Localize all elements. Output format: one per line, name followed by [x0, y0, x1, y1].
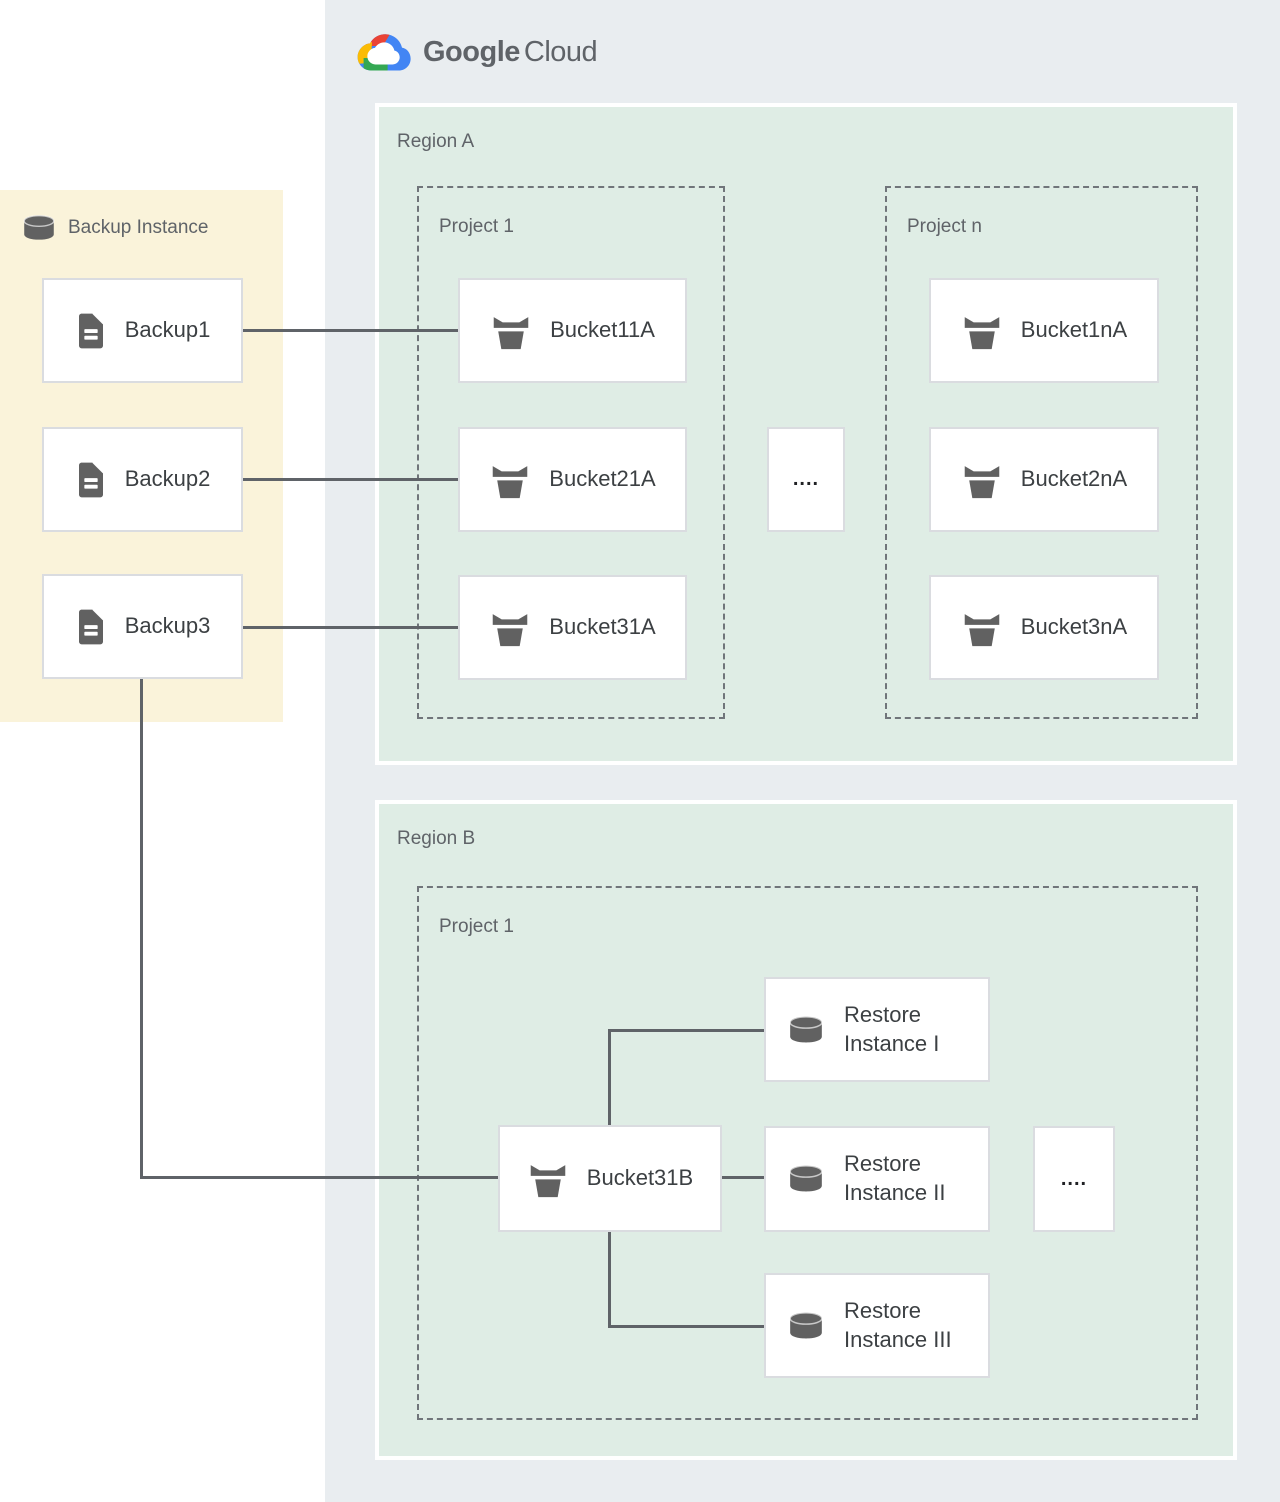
region-a-panel: Region A Project 1 Bucket11A Bucket21A B… [375, 103, 1237, 765]
restore-instance-label: Restore Instance II [844, 1151, 946, 1205]
backup-instance-panel: Backup Instance Backup1 Backup2 Backup3 [0, 190, 283, 722]
file-icon [75, 461, 107, 499]
ellipsis-label: .... [792, 468, 820, 490]
connector-backup3-bucket31a [243, 626, 458, 629]
file-icon [75, 608, 107, 646]
bucket-node-bucket11a: Bucket11A [458, 278, 687, 383]
google-cloud-icon [355, 28, 413, 76]
backup-label: Backup2 [124, 466, 211, 492]
bucket-node-bucket3na: Bucket3nA [929, 575, 1159, 680]
ellipsis-label: .... [1060, 1167, 1088, 1190]
region-b-project-1-box: Project 1 Bucket31B Restore Instance I R… [417, 886, 1198, 1420]
bucket-node-bucket31a: Bucket31A [458, 575, 687, 680]
bucket-node-bucket1na: Bucket1nA [929, 278, 1159, 383]
region-a-project-n-box: Project n Bucket1nA Bucket2nA Bucket3nA [885, 186, 1198, 719]
bucket-icon [961, 609, 1003, 647]
bucket-label: Bucket1nA [1020, 317, 1128, 343]
logo-product: Cloud [523, 35, 598, 68]
backup-label: Backup3 [124, 613, 211, 639]
logo-brand: Google [423, 35, 520, 68]
region-b-panel: Region B Project 1 Bucket31B Restore Ins… [375, 800, 1237, 1460]
bucket-label: Bucket21A [549, 466, 656, 492]
connector-bucket31b-restore3 [608, 1325, 764, 1328]
bucket-node-bucket21a: Bucket21A [458, 427, 687, 532]
bucket-icon [489, 609, 531, 647]
backup-node-backup1: Backup1 [42, 278, 243, 383]
file-icon [75, 312, 107, 350]
bucket-label: Bucket31B [586, 1165, 694, 1191]
bucket-label: Bucket2nA [1020, 466, 1128, 492]
bucket-icon [961, 461, 1003, 499]
backup-node-backup3: Backup3 [42, 574, 243, 679]
backup-instance-header: Backup Instance [20, 214, 208, 242]
region-b-label: Region B [397, 828, 476, 849]
connector-bucket31b-restore1 [608, 1029, 764, 1032]
connector-bucket31b-up [608, 1029, 611, 1125]
connector-backup2-bucket21a [243, 478, 458, 481]
connector-backup3-down [140, 679, 143, 1179]
connector-bucket31b-down [608, 1232, 611, 1328]
backup-node-backup2: Backup2 [42, 427, 243, 532]
bucket-icon [489, 461, 531, 499]
bucket-label: Bucket11A [550, 317, 655, 343]
ellipsis-box-region-b: .... [1033, 1126, 1115, 1232]
region-a-label: Region A [397, 131, 475, 152]
backup-instance-title: Backup Instance [68, 217, 209, 238]
database-icon [20, 214, 58, 242]
restore-instance-3-node: Restore Instance III [764, 1273, 990, 1378]
database-icon [786, 1311, 826, 1341]
bucket-node-bucket31b: Bucket31B [498, 1125, 722, 1232]
bucket-label: Bucket31A [549, 614, 656, 640]
bucket-icon [527, 1160, 569, 1198]
ellipsis-box-region-a: .... [767, 427, 845, 532]
restore-instance-1-node: Restore Instance I [764, 977, 990, 1082]
region-a-project-1-box: Project 1 Bucket11A Bucket21A Bucket31A [417, 186, 725, 719]
backup-label: Backup1 [124, 317, 211, 343]
restore-instance-2-node: Restore Instance II [764, 1126, 990, 1232]
bucket-icon [961, 312, 1003, 350]
restore-instance-label: Restore Instance I [844, 1001, 940, 1056]
project-label: Project n [907, 216, 982, 237]
connector-backup3-bucket31b [140, 1176, 498, 1179]
project-label: Project 1 [439, 916, 514, 937]
bucket-icon [490, 312, 532, 350]
database-icon [786, 1164, 826, 1194]
connector-bucket31b-restore2 [722, 1176, 764, 1179]
database-icon [786, 1015, 826, 1045]
restore-instance-label: Restore Instance III [844, 1297, 952, 1352]
bucket-label: Bucket3nA [1020, 614, 1128, 640]
project-label: Project 1 [439, 216, 514, 237]
connector-backup1-bucket11a [243, 329, 458, 332]
bucket-node-bucket2na: Bucket2nA [929, 427, 1159, 532]
